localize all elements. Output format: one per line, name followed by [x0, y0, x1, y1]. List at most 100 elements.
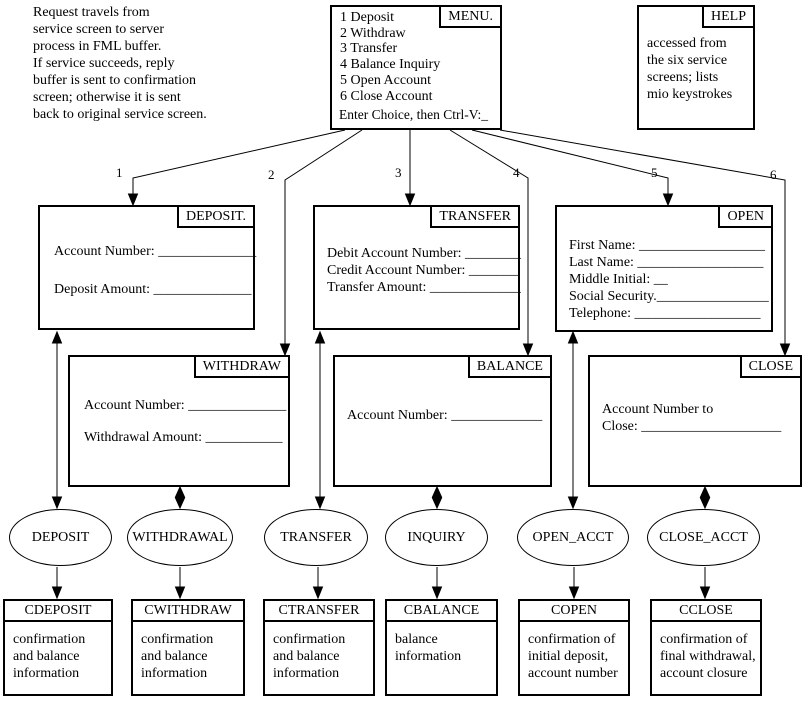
service-transfer: TRANSFER	[264, 509, 368, 566]
confirmation-line: confirmation of	[528, 632, 616, 647]
confirmation-title: CTRANSFER	[265, 601, 373, 622]
confirmation-title: CDEPOSIT	[5, 601, 111, 622]
note-line: service screen to server	[33, 22, 164, 37]
transfer-screen: TRANSFER Debit Account Number: ________ …	[313, 205, 522, 330]
arrowhead-down	[279, 343, 291, 357]
service-close-acct: CLOSE_ACCT	[647, 509, 760, 566]
field-credit-account-number: Credit Account Number: _______	[327, 263, 518, 278]
service-deposit: DEPOSIT	[9, 509, 112, 566]
confirmation-line: information	[395, 649, 462, 664]
withdraw-screen: WITHDRAW Account Number: ______________ …	[68, 355, 290, 487]
confirmation-line: final withdrawal,	[660, 649, 756, 664]
branch-label-6: 6	[770, 167, 777, 182]
service-open-acct: OPEN_ACCT	[517, 509, 629, 566]
transfer-screen-title: TRANSFER	[430, 205, 520, 228]
field-withdrawal-amount: Withdrawal Amount: ___________	[84, 430, 283, 445]
note-line: If service succeeds, reply	[33, 56, 175, 71]
confirmation-line: information	[141, 666, 208, 681]
branch-label-3: 3	[395, 165, 402, 180]
branch-label-2: 2	[268, 167, 275, 182]
help-line: accessed from	[647, 36, 727, 51]
balance-screen: BALANCE Account Number: _____________	[333, 355, 552, 487]
help-screen-title: HELP	[702, 5, 755, 28]
arrowhead-down	[522, 343, 534, 357]
confirmation-line: balance	[395, 632, 438, 647]
confirmation-cclose: CCLOSE confirmation of final withdrawal,…	[650, 599, 762, 696]
field-deposit-amount: Deposit Amount: ______________	[54, 282, 252, 297]
field-account-number: Account Number: _____________	[347, 408, 543, 423]
confirmation-title: COPEN	[520, 601, 628, 622]
help-line: screens; lists	[647, 70, 719, 85]
field-social-security: Social Security.________________	[569, 289, 769, 304]
field-account-number-to-close: Account Number to	[602, 402, 714, 417]
service-label: TRANSFER	[280, 529, 352, 545]
branch-line-4	[449, 129, 529, 352]
field-last-name: Last Name: __________________	[569, 255, 764, 270]
flow-note: Request travels from service screen to s…	[33, 4, 303, 123]
balance-screen-title: BALANCE	[467, 355, 552, 378]
field-telephone: Telephone: __________________	[569, 306, 761, 321]
help-line: the six service	[647, 53, 728, 68]
note-line: back to original service screen.	[33, 107, 207, 122]
arrowhead-down	[779, 343, 791, 357]
open-screen-title: OPEN	[718, 205, 773, 228]
menu-item: 2 Withdraw	[340, 25, 406, 41]
confirmation-title: CWITHDRAW	[133, 601, 243, 622]
help-line: mio keystrokes	[647, 87, 733, 102]
confirmation-text: confirmation and balance information	[5, 622, 111, 682]
branch-label-5: 5	[651, 165, 658, 180]
open-screen: OPEN First Name: __________________ Last…	[555, 205, 773, 332]
menu-prompt: Enter Choice, then Ctrl-V:_	[339, 107, 488, 122]
confirmation-line: initial deposit,	[528, 649, 609, 664]
confirmation-ctransfer: CTRANSFER confirmation and balance infor…	[263, 599, 375, 696]
service-label: DEPOSIT	[31, 529, 90, 545]
deposit-screen: DEPOSIT. Account Number: ______________ …	[38, 205, 257, 330]
service-label: OPEN_ACCT	[532, 529, 614, 545]
confirmation-cwithdraw: CWITHDRAW confirmation and balance infor…	[131, 599, 245, 696]
branch-label-1: 1	[116, 165, 123, 180]
confirmation-text: confirmation and balance information	[265, 622, 373, 682]
confirmation-line: and balance	[13, 649, 80, 664]
confirmation-line: information	[273, 666, 340, 681]
arrowhead-down	[662, 193, 674, 207]
field-middle-initial: Middle Initial: __	[569, 272, 668, 287]
confirmation-text: confirmation of final withdrawal, accoun…	[652, 622, 760, 682]
menu-item: 5 Open Account	[340, 72, 431, 88]
note-line: buffer is sent to confirmation	[33, 73, 197, 88]
field-first-name: First Name: __________________	[569, 238, 765, 253]
field-account-number-to-close: Close: ____________________	[602, 419, 782, 434]
confirmation-title: CCLOSE	[652, 601, 760, 622]
branch-line-6	[499, 129, 786, 352]
confirmation-copen: COPEN confirmation of initial deposit, a…	[518, 599, 630, 696]
confirmation-line: confirmation	[141, 632, 214, 647]
field-debit-account-number: Debit Account Number: ________	[327, 246, 522, 261]
confirmation-text: confirmation of initial deposit, account…	[520, 622, 628, 682]
service-label: INQUIRY	[407, 529, 466, 545]
service-inquiry: INQUIRY	[385, 509, 488, 566]
confirmation-text: balance information	[387, 622, 496, 665]
note-line: process in FML buffer.	[33, 39, 162, 54]
help-screen: HELP accessed from the six service scree…	[637, 5, 755, 130]
service-withdrawal: WITHDRAWAL	[127, 509, 233, 566]
confirmation-line: confirmation	[13, 632, 86, 647]
menu-item-list: 1 Deposit 2 Withdraw 3 Transfer 4 Balanc…	[332, 7, 500, 104]
deposit-screen-title: DEPOSIT.	[176, 205, 255, 228]
confirmation-cbalance: CBALANCE balance information	[385, 599, 498, 696]
confirmation-line: information	[13, 666, 80, 681]
confirmation-line: confirmation of	[660, 632, 748, 647]
withdraw-screen-title: WITHDRAW	[193, 355, 290, 378]
confirmation-line: confirmation	[273, 632, 346, 647]
menu-item: 1 Deposit	[340, 10, 395, 25]
field-account-number: Account Number: ______________	[54, 244, 257, 259]
confirmation-line: account closure	[660, 666, 748, 681]
arrowhead-down	[404, 193, 416, 207]
help-text: accessed from the six service screens; l…	[639, 7, 753, 103]
confirmation-text: confirmation and balance information	[133, 622, 243, 682]
branch-line-1	[132, 129, 346, 202]
branch-line-2	[284, 129, 363, 352]
confirmation-line: and balance	[141, 649, 208, 664]
branch-label-4: 4	[513, 165, 520, 180]
menu-screen-title: MENU.	[439, 5, 502, 28]
